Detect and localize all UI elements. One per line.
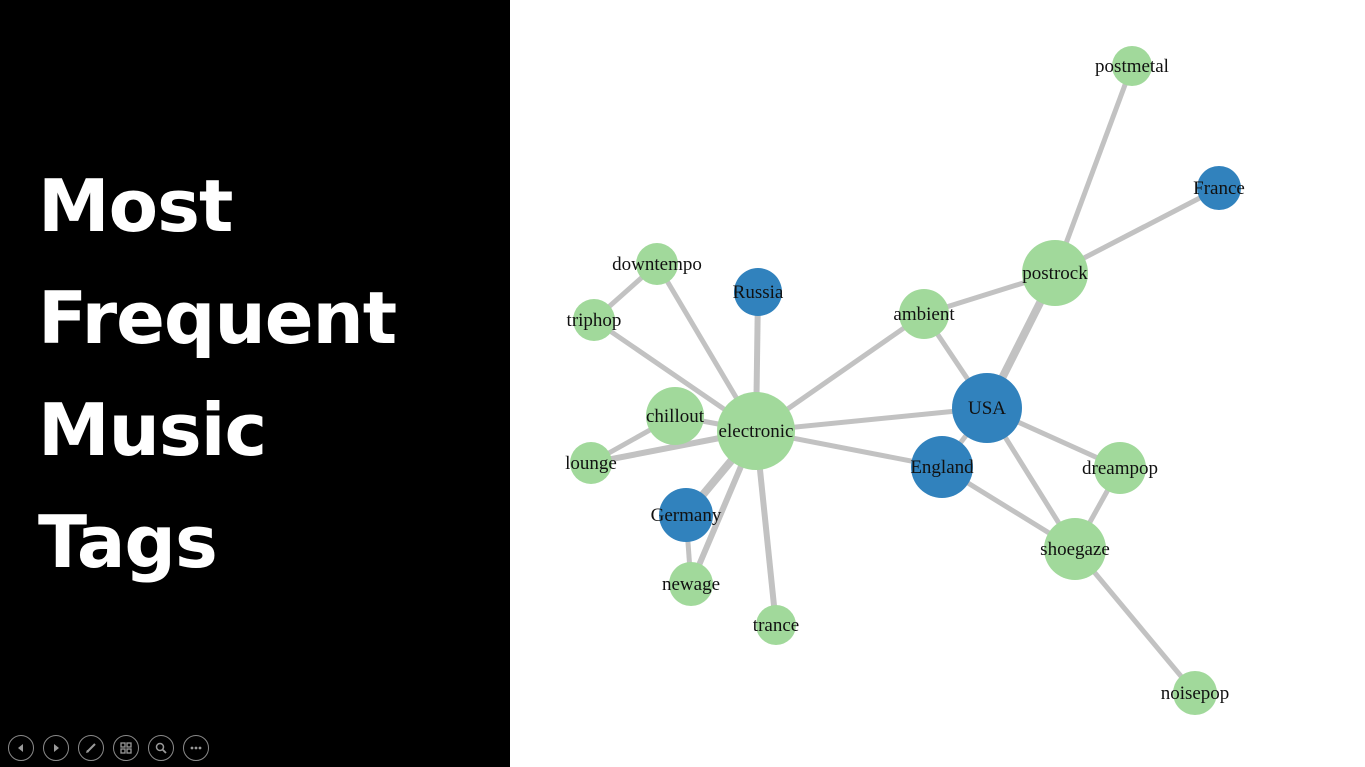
see-all-slides-button[interactable] bbox=[113, 735, 139, 761]
node-shoegaze[interactable]: shoegaze bbox=[1040, 518, 1110, 580]
node-circle bbox=[570, 442, 612, 484]
node-circle bbox=[1197, 166, 1241, 210]
node-label: USA bbox=[968, 398, 1006, 419]
node-label: England bbox=[910, 457, 974, 478]
node-label: triphop bbox=[567, 310, 622, 331]
node-circle bbox=[1094, 442, 1146, 494]
node-label: lounge bbox=[565, 453, 617, 474]
next-slide-button[interactable] bbox=[43, 735, 69, 761]
node-chillout[interactable]: chillout bbox=[646, 387, 705, 445]
node-postrock[interactable]: postrock bbox=[1022, 240, 1088, 306]
edge-shoegaze-noisepop bbox=[1073, 547, 1197, 695]
pen-tool-button[interactable] bbox=[78, 735, 104, 761]
title-panel: Most Frequent Music Tags bbox=[0, 0, 510, 767]
node-trance[interactable]: trance bbox=[753, 605, 799, 645]
node-label: newage bbox=[662, 574, 720, 595]
more-options-button[interactable] bbox=[183, 735, 209, 761]
slideshow-controls bbox=[8, 735, 209, 761]
zoom-button[interactable] bbox=[148, 735, 174, 761]
node-lounge[interactable]: lounge bbox=[565, 442, 617, 484]
node-circle bbox=[669, 562, 713, 606]
node-circle bbox=[1173, 671, 1217, 715]
node-postmetal[interactable]: postmetal bbox=[1095, 46, 1169, 86]
node-circle bbox=[1112, 46, 1152, 86]
node-germany[interactable]: Germany bbox=[651, 488, 722, 542]
node-england[interactable]: England bbox=[910, 436, 974, 498]
node-circle bbox=[756, 605, 796, 645]
node-label: France bbox=[1193, 178, 1245, 199]
node-circle bbox=[573, 299, 615, 341]
zoom-icon bbox=[155, 742, 167, 754]
node-noisepop[interactable]: noisepop bbox=[1161, 671, 1230, 715]
node-circle bbox=[1044, 518, 1106, 580]
node-label: postmetal bbox=[1095, 56, 1169, 77]
slides-grid-icon bbox=[120, 742, 132, 754]
node-circle bbox=[911, 436, 973, 498]
node-label: Russia bbox=[733, 282, 784, 303]
more-icon bbox=[190, 746, 202, 750]
previous-icon bbox=[18, 744, 23, 752]
previous-slide-button[interactable] bbox=[8, 735, 34, 761]
node-circle bbox=[659, 488, 713, 542]
node-russia[interactable]: Russia bbox=[733, 268, 784, 316]
node-label: electronic bbox=[719, 421, 794, 442]
title-line: Most bbox=[38, 164, 233, 248]
node-label: dreampop bbox=[1082, 458, 1158, 479]
node-dreampop[interactable]: dreampop bbox=[1082, 442, 1158, 494]
node-label: chillout bbox=[646, 406, 705, 427]
node-electronic[interactable]: electronic bbox=[717, 392, 795, 470]
node-triphop[interactable]: triphop bbox=[567, 299, 622, 341]
node-circle bbox=[899, 289, 949, 339]
node-label: Germany bbox=[651, 505, 722, 526]
node-circle bbox=[717, 392, 795, 470]
node-newage[interactable]: newage bbox=[662, 562, 720, 606]
node-circle bbox=[1022, 240, 1088, 306]
edge-postmetal-postrock bbox=[1052, 65, 1135, 274]
node-circle bbox=[734, 268, 782, 316]
node-france[interactable]: France bbox=[1193, 166, 1245, 210]
title-line: Music bbox=[38, 388, 267, 472]
node-circle bbox=[952, 373, 1022, 443]
next-icon bbox=[54, 744, 59, 752]
title-line: Frequent bbox=[38, 276, 397, 360]
node-usa[interactable]: USA bbox=[952, 373, 1022, 443]
title-line: Tags bbox=[38, 500, 218, 584]
node-label: trance bbox=[753, 615, 799, 636]
node-label: noisepop bbox=[1161, 683, 1230, 704]
node-ambient[interactable]: ambient bbox=[893, 289, 955, 339]
node-label: postrock bbox=[1022, 263, 1088, 284]
node-circle bbox=[646, 387, 704, 445]
node-circle bbox=[636, 243, 678, 285]
node-label: shoegaze bbox=[1040, 539, 1110, 560]
node-label: downtempo bbox=[612, 254, 702, 275]
pen-icon bbox=[86, 743, 96, 753]
node-label: ambient bbox=[893, 304, 955, 325]
node-downtempo[interactable]: downtempo bbox=[612, 243, 702, 285]
slide-title: Most Frequent Music Tags bbox=[38, 150, 397, 598]
